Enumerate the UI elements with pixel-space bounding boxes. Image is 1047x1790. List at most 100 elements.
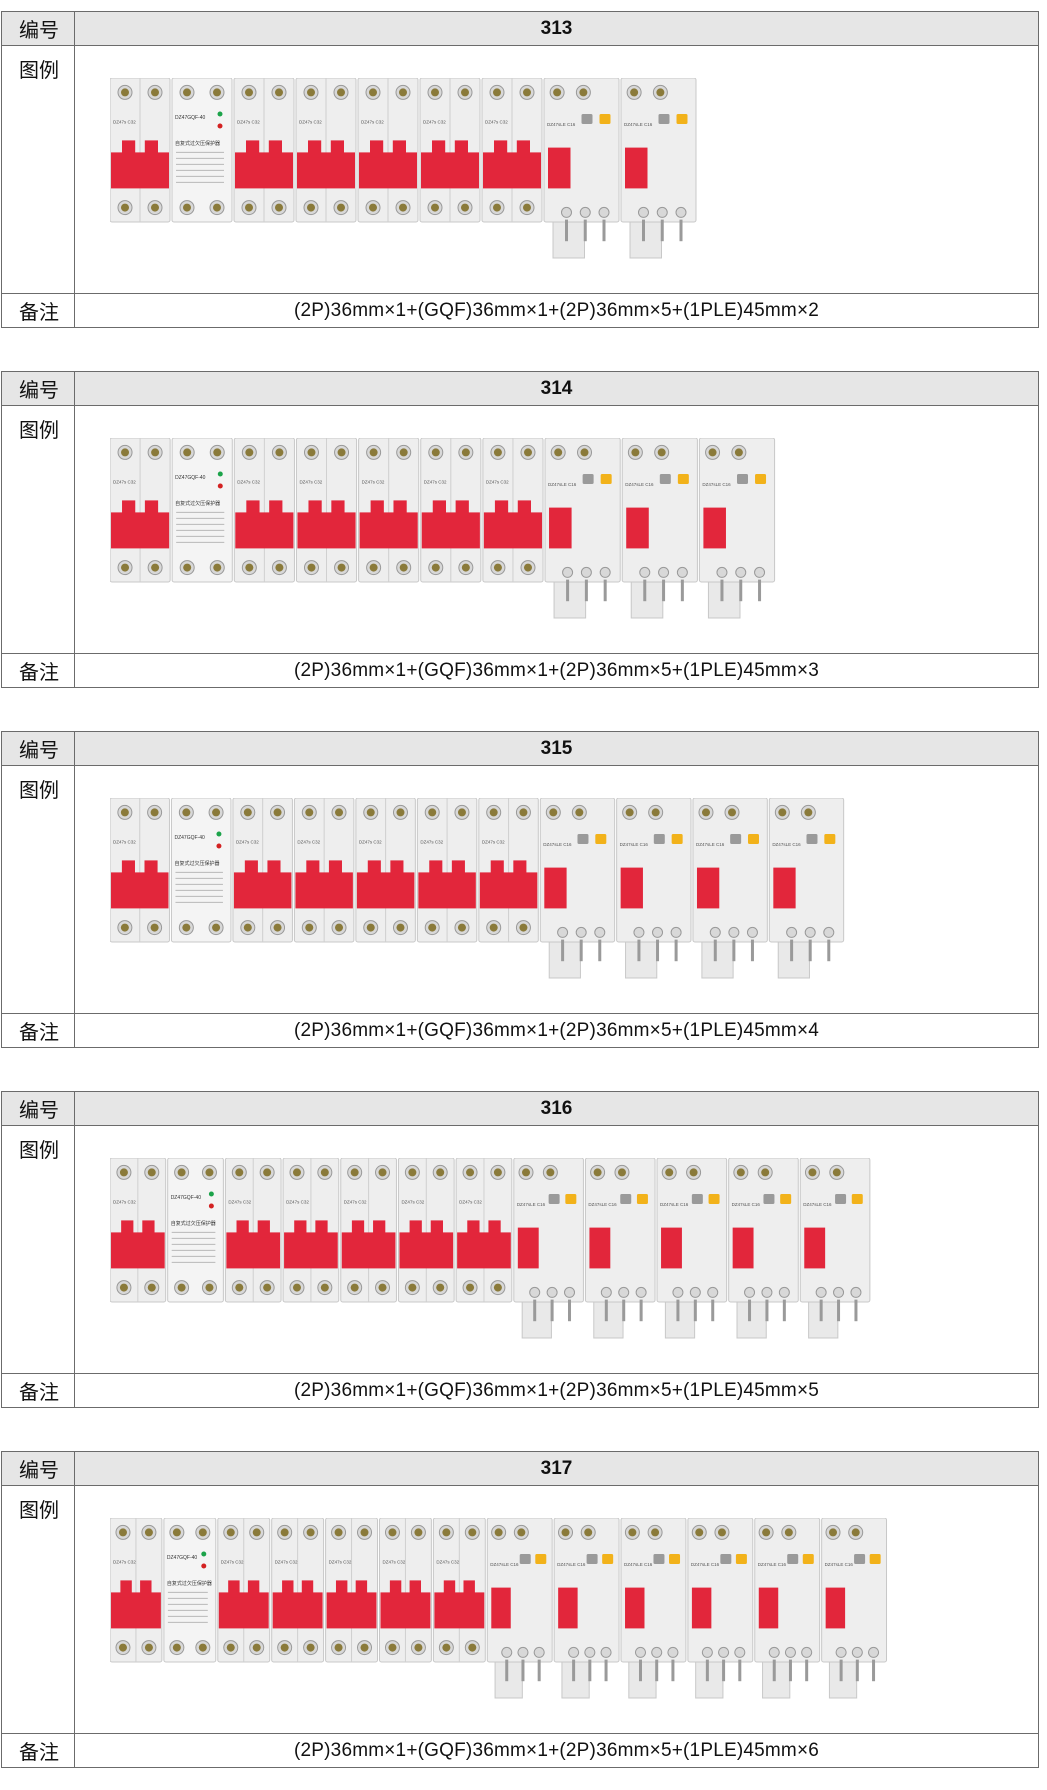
svg-text:自复式过欠压保护器: 自复式过欠压保护器 [171, 1220, 216, 1227]
rcbo-1ple-unit: DZ47sLE C16 [620, 78, 697, 259]
svg-text:DZ47s C32: DZ47s C32 [237, 480, 260, 485]
svg-text:DZ47sLE C16: DZ47sLE C16 [547, 122, 576, 127]
mcb-2p-unit: DZ47s C32 [271, 1518, 325, 1663]
svg-text:DZ47s C32: DZ47s C32 [236, 840, 259, 845]
mcb-2p-unit: DZ47s C32 [325, 1518, 378, 1663]
rcbo-1ple-unit: DZ47sLE C16 [768, 798, 845, 979]
svg-text:DZ47s C32: DZ47s C32 [299, 120, 322, 125]
remark-row: 备注 (2P)36mm×1+(GQF)36mm×1+(2P)36mm×5+(1P… [2, 1014, 1038, 1047]
svg-text:DZ47GQF-40: DZ47GQF-40 [167, 1555, 198, 1561]
svg-text:DZ47s C32: DZ47s C32 [382, 1560, 405, 1565]
mcb-2p-unit: DZ47s C32 [357, 78, 419, 223]
remark-text: (2P)36mm×1+(GQF)36mm×1+(2P)36mm×5+(1PLE)… [293, 659, 820, 681]
svg-text:DZ47s C32: DZ47s C32 [401, 1200, 424, 1205]
mcb-2p-unit: DZ47s C32 [233, 438, 295, 583]
remark-label: 备注 [2, 1374, 75, 1407]
svg-text:DZ47s C32: DZ47s C32 [485, 120, 508, 125]
mcb-2p-unit: DZ47s C32 [217, 1518, 271, 1663]
svg-text:DZ47GQF-40: DZ47GQF-40 [175, 475, 206, 481]
mcb-2p-unit: DZ47s C32 [378, 1518, 432, 1663]
panel-number: 315 [540, 737, 573, 759]
mcb-2p-unit: DZ47s C32 [432, 1518, 486, 1663]
svg-text:DZ47GQF-40: DZ47GQF-40 [174, 835, 205, 841]
svg-text:DZ47s C32: DZ47s C32 [436, 1560, 459, 1565]
rcbo-1ple-unit: DZ47sLE C16 [539, 798, 616, 979]
mcb-2p-unit: DZ47s C32 [358, 438, 420, 583]
rcbo-1ple-unit: DZ47sLE C16 [687, 1518, 754, 1699]
svg-text:DZ47s C32: DZ47s C32 [113, 1560, 136, 1565]
svg-text:DZ47sLE C16: DZ47sLE C16 [624, 122, 653, 127]
mcb-2p-unit: DZ47s C32 [224, 1158, 282, 1303]
svg-text:DZ47s C32: DZ47s C32 [221, 1560, 244, 1565]
id-label: 编号 [2, 1092, 75, 1125]
svg-text:自复式过欠压保护器: 自复式过欠压保护器 [175, 140, 220, 147]
svg-text:DZ47sLE C16: DZ47sLE C16 [702, 482, 731, 487]
panel-number: 313 [540, 17, 573, 39]
rcbo-1ple-unit: DZ47sLE C16 [486, 1518, 553, 1699]
remark-label: 备注 [2, 1734, 75, 1767]
rcbo-1ple-unit: DZ47sLE C16 [656, 1158, 728, 1339]
figure-label: 图例 [2, 46, 75, 293]
svg-text:DZ47sLE C16: DZ47sLE C16 [625, 482, 654, 487]
mcb-2p-unit: DZ47s C32 [110, 1518, 163, 1663]
svg-text:DZ47s C32: DZ47s C32 [297, 840, 320, 845]
remark-label: 备注 [2, 654, 75, 687]
mcb-2p-unit: DZ47s C32 [481, 78, 543, 223]
rcbo-1ple-unit: DZ47sLE C16 [728, 1158, 799, 1339]
mcb-2p-unit: DZ47s C32 [295, 438, 358, 583]
id-label: 编号 [2, 372, 75, 405]
rcbo-1ple-unit: DZ47sLE C16 [553, 1518, 620, 1699]
svg-text:DZ47sLE C16: DZ47sLE C16 [548, 482, 577, 487]
rcbo-1ple-unit: DZ47sLE C16 [754, 1518, 821, 1699]
remark-row: 备注 (2P)36mm×1+(GQF)36mm×1+(2P)36mm×5+(1P… [2, 654, 1038, 687]
rcbo-1ple-unit: DZ47sLE C16 [620, 1518, 687, 1699]
rcbo-1ple-unit: DZ47sLE C16 [544, 438, 621, 619]
svg-text:DZ47sLE C16: DZ47sLE C16 [660, 1202, 689, 1207]
panel-number: 316 [540, 1097, 573, 1119]
svg-text:DZ47s C32: DZ47s C32 [459, 1200, 482, 1205]
mcb-2p-unit: DZ47s C32 [282, 1158, 340, 1303]
rcbo-1ple-unit: DZ47sLE C16 [698, 438, 776, 619]
remark-label: 备注 [2, 1014, 75, 1047]
mcb-2p-unit: DZ47s C32 [478, 798, 539, 943]
panel-number: 317 [540, 1457, 573, 1479]
svg-text:DZ47s C32: DZ47s C32 [423, 120, 446, 125]
svg-text:DZ47sLE C16: DZ47sLE C16 [758, 1562, 787, 1567]
svg-text:DZ47s C32: DZ47s C32 [359, 840, 382, 845]
id-label: 编号 [2, 732, 75, 765]
svg-text:DZ47s C32: DZ47s C32 [299, 480, 322, 485]
rcbo-1ple-unit: DZ47sLE C16 [621, 438, 698, 619]
svg-text:DZ47s C32: DZ47s C32 [329, 1560, 352, 1565]
mcb-2p-unit: DZ47s C32 [419, 78, 481, 223]
svg-text:自复式过欠压保护器: 自复式过欠压保护器 [174, 860, 219, 867]
svg-text:DZ47s C32: DZ47s C32 [113, 1200, 136, 1205]
svg-text:DZ47sLE C16: DZ47sLE C16 [803, 1202, 832, 1207]
mcb-2p-unit: DZ47s C32 [110, 798, 170, 943]
svg-text:DZ47s C32: DZ47s C32 [275, 1560, 298, 1565]
gqf-protector-unit: DZ47GQF-40 自复式过欠压保护器 [170, 798, 232, 943]
svg-text:DZ47s C32: DZ47s C32 [228, 1200, 251, 1205]
rcbo-1ple-unit: DZ47sLE C16 [543, 78, 620, 259]
svg-text:DZ47sLE C16: DZ47sLE C16 [825, 1562, 854, 1567]
remark-text: (2P)36mm×1+(GQF)36mm×1+(2P)36mm×5+(1PLE)… [293, 1739, 820, 1761]
